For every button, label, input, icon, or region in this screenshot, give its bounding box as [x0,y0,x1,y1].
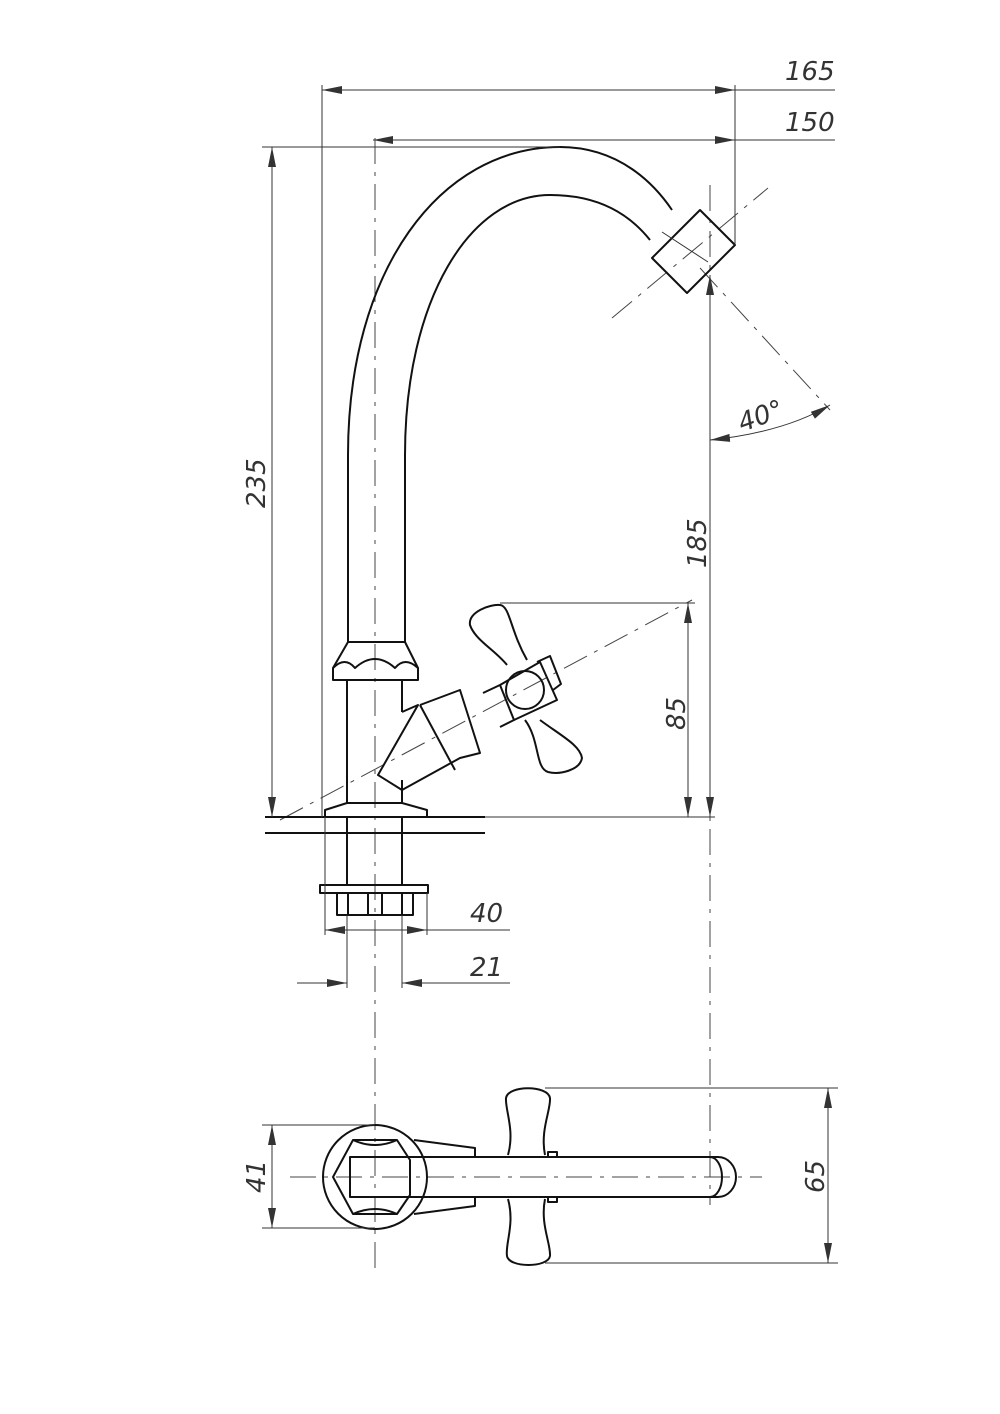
dim-handle-height: 85 [662,697,692,730]
dim-thread-diameter: 21 [470,953,503,983]
dim-outlet-angle: 40° [734,395,788,439]
faucet-side-view [265,146,736,916]
dim-spout-reach: 150 [785,108,835,138]
dimension-lines [262,85,835,988]
dim-overall-height: 235 [242,458,272,508]
faucet-top-view [262,1087,838,1266]
dim-top-view-handle-span: 65 [801,1160,831,1193]
dim-spout-outlet-height: 185 [683,518,713,568]
dim-flange-diameter: 40 [470,899,503,929]
dim-top-view-base-width: 41 [242,1160,272,1193]
dim-overall-reach: 165 [785,57,835,87]
centerlines [279,138,831,1272]
